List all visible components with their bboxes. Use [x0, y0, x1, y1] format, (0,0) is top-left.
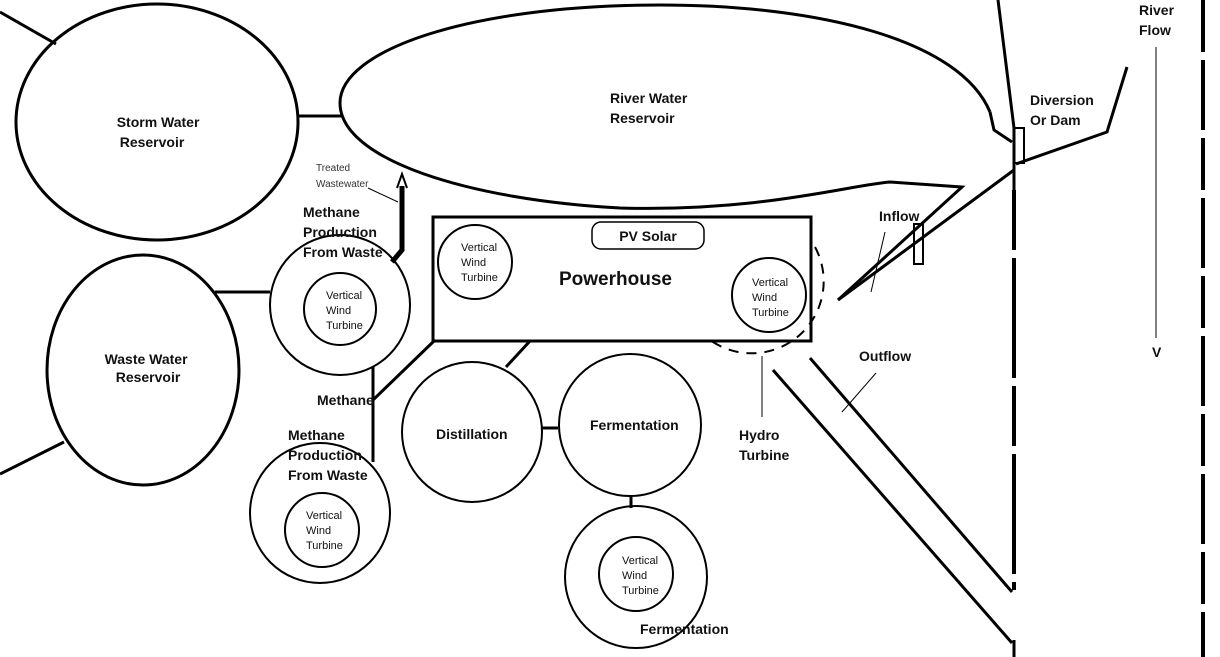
- wind-turbine-5: [598, 536, 674, 612]
- river-water-reservoir: [338, 3, 992, 302]
- methane-production-label-1: Methane Production From Waste: [303, 204, 383, 260]
- treated-wastewater-arrow: [390, 186, 405, 264]
- wind-turbine-2: [284, 492, 360, 568]
- distillation-to-powerhouse-line: [504, 339, 532, 369]
- river-bank-right-upper: [1015, 66, 1129, 166]
- methane-production-unit-1: [269, 234, 411, 376]
- wind-turbine-4: [731, 257, 807, 333]
- fermentation-label: Fermentation: [590, 417, 679, 433]
- hydro-turbine-label: Hydro Turbine: [739, 427, 790, 463]
- distillation-label: Distillation: [436, 426, 508, 442]
- storm-water-reservoir: [14, 2, 300, 242]
- river-flow-arrow-icon: V: [1152, 344, 1162, 360]
- wind-turbine-label-1: Vertical Wind Turbine: [326, 290, 365, 332]
- waste-inlet-line: [0, 440, 65, 476]
- distillation-tank: [401, 361, 543, 503]
- treated-wastewater-label: Treated Wastewater: [316, 163, 369, 190]
- wind-turbine-label-2: Vertical Wind Turbine: [306, 510, 345, 552]
- waste-water-label: Waste Water Reservoir: [105, 351, 192, 385]
- outflow-channel-left: [771, 369, 1014, 644]
- pv-solar-box: [591, 221, 705, 250]
- river-bank-upper: [996, 0, 1016, 190]
- diversion-label: Diversion Or Dam: [1030, 92, 1098, 128]
- hydro-turbine-circle: [709, 246, 825, 355]
- fermentation-tank: [558, 353, 702, 497]
- pv-solar-label: PV Solar: [619, 228, 677, 244]
- outflow-label: Outflow: [859, 348, 911, 364]
- wind-turbine-1: [303, 272, 377, 346]
- methane-production-label-2: Methane Production From Waste: [288, 427, 368, 483]
- river-reservoir-outlet: [988, 111, 1013, 144]
- fermentation-label-2: Fermentation: [640, 621, 729, 637]
- outflow-leader: [841, 372, 877, 413]
- methane-label: Methane: [317, 392, 374, 408]
- wind-turbine-label-3: Vertical Wind Turbine: [461, 242, 500, 284]
- waste-water-reservoir: [45, 253, 241, 487]
- river-flow-label: River Flow: [1139, 2, 1178, 38]
- inflow-channel-bottom: [837, 168, 1015, 302]
- powerhouse-box: [431, 215, 813, 343]
- fermentation-unit-2: [564, 505, 708, 649]
- inflow-label: Inflow: [879, 208, 920, 224]
- wind-turbine-label-5: Vertical Wind Turbine: [622, 555, 661, 597]
- methane-production-unit-2: [249, 442, 391, 584]
- inflow-gate: [913, 223, 924, 265]
- river-water-label: River Water Reservoir: [610, 90, 691, 126]
- storm-inlet-line: [0, 10, 57, 46]
- powerhouse-label: Powerhouse: [559, 269, 672, 290]
- outflow-channel-right: [808, 357, 1014, 593]
- inflow-leader: [870, 231, 886, 293]
- arrow-head-icon: [396, 171, 408, 189]
- wind-turbine-3: [437, 224, 513, 300]
- methane-to-powerhouse-line: [371, 339, 436, 402]
- treated-wastewater-leader: [367, 187, 399, 203]
- storm-water-label: Storm Water Reservoir: [117, 114, 204, 150]
- wind-turbine-label-4: Vertical Wind Turbine: [752, 277, 791, 319]
